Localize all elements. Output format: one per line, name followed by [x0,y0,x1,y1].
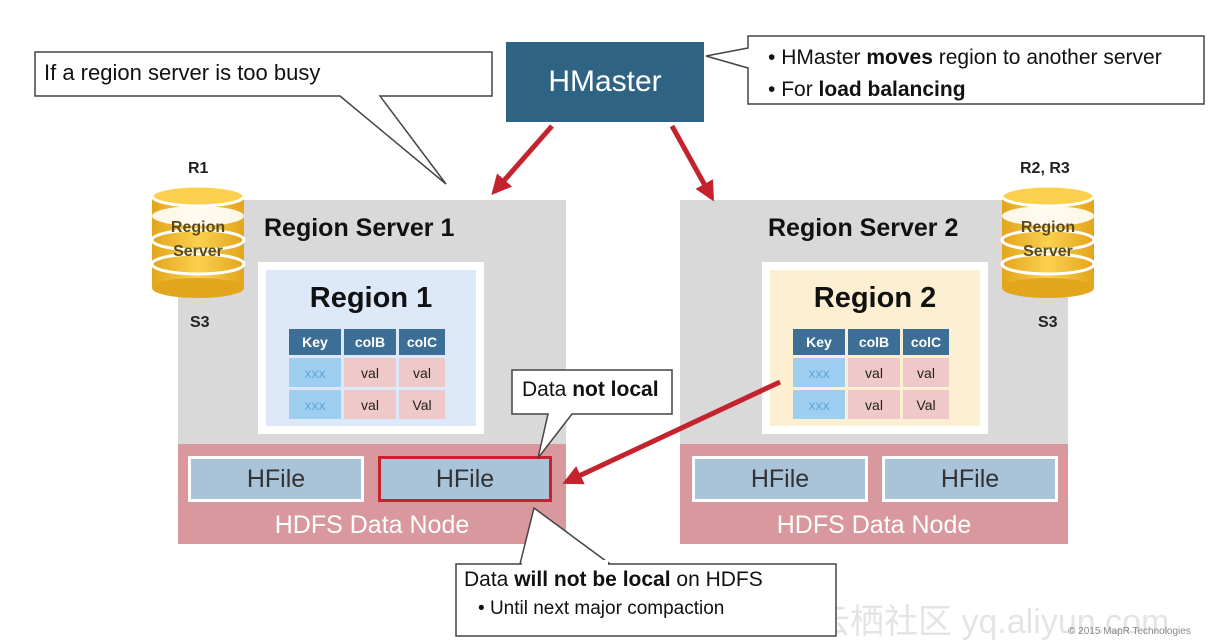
table-row: xxx val val [289,358,445,387]
table-cell: xxx [289,358,341,387]
table-cell: xxx [289,390,341,419]
table-cell: xxx [793,358,845,387]
hfile-2b: HFile [882,456,1058,502]
table-header-row: Key colB colC [793,329,949,355]
table-header-row: Key colB colC [289,329,445,355]
db-1-top-label: R1 [188,160,209,177]
table-header: Key [793,329,845,355]
copyright: © 2015 MapR Technologies [1068,626,1191,637]
callout-hdfs-shape [455,506,837,637]
database-cylinder-icon [1000,184,1096,298]
table-cell: Val [399,390,445,419]
hfile-1b: HFile [378,456,552,502]
db-2-label-line1: Region [1020,219,1076,236]
region-server-1-title: Region Server 1 [264,214,455,242]
callout-not-local-text: Data not local [522,378,659,401]
arrow-icon [669,124,715,202]
table-row: xxx val val [793,358,949,387]
table-cell: val [344,358,396,387]
arrow-icon [491,124,554,196]
region-2-box: Region 2 Key colB colC xxx val val xxx v… [762,262,988,434]
callout-hdfs-text: Data will not be local on HDFS • Until n… [464,568,763,620]
table-cell: val [399,358,445,387]
table-cell: xxx [793,390,845,419]
callout-hdfs-line2: • Until next major compaction [478,598,725,619]
table-cell: val [903,358,949,387]
hfile-1a: HFile [188,456,364,502]
table-cell: val [848,390,900,419]
db-2-top-label: R2, R3 [1020,160,1070,177]
callout-hmaster-line2: • For load balancing [768,78,966,101]
region-1-table: Key colB colC xxx val val xxx val Val [286,326,448,422]
hmaster-label: HMaster [548,65,662,98]
region-1-title: Region 1 [309,282,433,314]
db-2-bottom-label: S3 [1038,314,1058,331]
hfile-2a: HFile [692,456,868,502]
hmaster-box: HMaster [506,42,704,122]
callout-busy-text: If a region server is too busy [44,60,321,85]
db-2-label-line2: Server [1023,243,1073,260]
region-server-2-title: Region Server 2 [768,214,959,242]
table-row: xxx val Val [793,390,949,419]
arrow-icon [562,379,782,485]
region-2-table: Key colB colC xxx val val xxx val Val [790,326,952,422]
table-row: xxx val Val [289,390,445,419]
callout-hdfs-line1: Data will not be local on HDFS [464,568,763,591]
table-header: colB [344,329,396,355]
table-header: colB [848,329,900,355]
db-2-label: Region Server [1002,216,1094,264]
region-2-title: Region 2 [813,282,937,314]
database-cylinder-icon [150,184,246,298]
region-1-box: Region 1 Key colB colC xxx val val xxx v… [258,262,484,434]
db-1-label: Region Server [152,216,244,264]
callout-hmaster-text: • HMaster moves region to another server… [768,42,1162,106]
hdfs-data-node-1-label: HDFS Data Node [274,511,470,539]
callout-hmaster-line1: • HMaster moves region to another server [768,46,1162,69]
table-cell: val [848,358,900,387]
db-1-bottom-label: S3 [190,314,210,331]
db-1-label-line1: Region [170,219,226,236]
watermark: 云栖社区 yq.aliyun.com [816,603,1170,641]
table-header: colC [903,329,949,355]
hdfs-data-node-2-label: HDFS Data Node [776,511,972,539]
callout-not-local-shape [511,369,673,459]
table-cell: Val [903,390,949,419]
table-header: colC [399,329,445,355]
table-cell: val [344,390,396,419]
db-1-label-line2: Server [173,243,223,260]
table-header: Key [289,329,341,355]
